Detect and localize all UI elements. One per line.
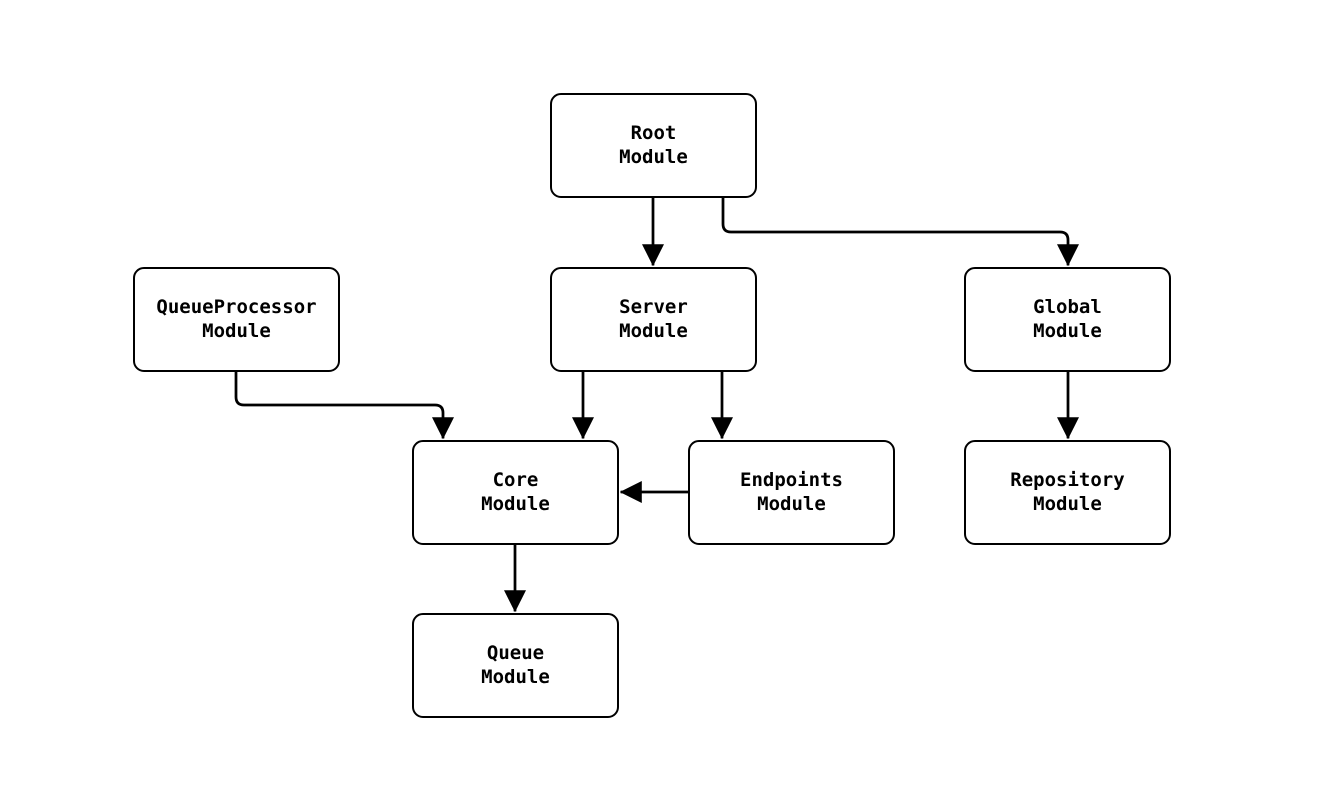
- node-label: Global Module: [1033, 296, 1102, 342]
- node-label: Queue Module: [481, 642, 550, 688]
- node-root-module: Root Module: [550, 93, 757, 198]
- node-label: QueueProcessor Module: [156, 296, 317, 342]
- node-queue-module: Queue Module: [412, 613, 619, 718]
- node-endpoints-module: Endpoints Module: [688, 440, 895, 545]
- node-core-module: Core Module: [412, 440, 619, 545]
- node-label: Repository Module: [1010, 469, 1125, 515]
- node-server-module: Server Module: [550, 267, 757, 372]
- node-label: Server Module: [619, 296, 688, 342]
- node-global-module: Global Module: [964, 267, 1171, 372]
- edge-queueprocessor-core: [234, 370, 454, 440]
- node-label: Core Module: [481, 469, 550, 515]
- node-label: Root Module: [619, 122, 688, 168]
- node-repository-module: Repository Module: [964, 440, 1171, 545]
- node-queueprocessor-module: QueueProcessor Module: [133, 267, 340, 372]
- node-label: Endpoints Module: [740, 469, 843, 515]
- edge-root-global: [721, 195, 1079, 267]
